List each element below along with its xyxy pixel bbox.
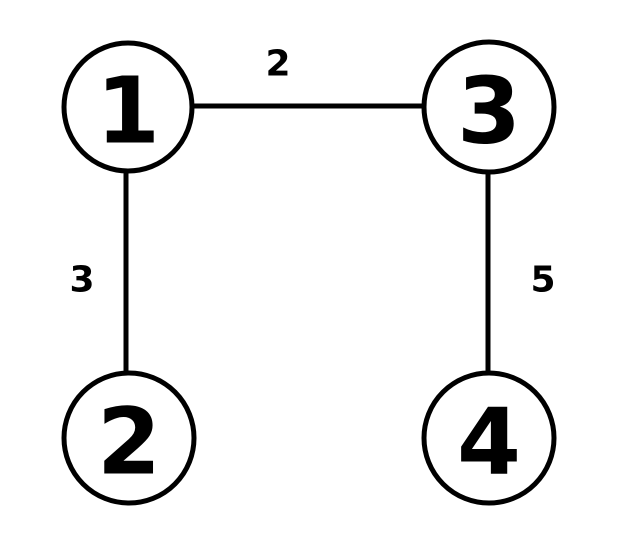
node-2-circle[interactable] bbox=[61, 370, 197, 506]
node-2-label: 2 bbox=[97, 389, 161, 496]
node-4-label: 4 bbox=[457, 389, 521, 496]
node-group bbox=[61, 39, 557, 506]
node-4-circle[interactable] bbox=[421, 370, 557, 506]
node-1-label: 1 bbox=[96, 58, 160, 165]
edge-weight-group: 2 3 5 bbox=[69, 44, 555, 301]
edge-1-3-weight: 2 bbox=[265, 44, 290, 85]
edge-group bbox=[123, 103, 491, 373]
node-3-circle[interactable] bbox=[421, 39, 557, 175]
edge-1-2-weight: 3 bbox=[69, 260, 94, 301]
node-3-label: 3 bbox=[457, 58, 521, 165]
edge-3-4-weight: 5 bbox=[530, 260, 555, 301]
node-label-group: 1 2 3 4 bbox=[96, 58, 521, 496]
node-1-circle[interactable] bbox=[61, 40, 195, 174]
